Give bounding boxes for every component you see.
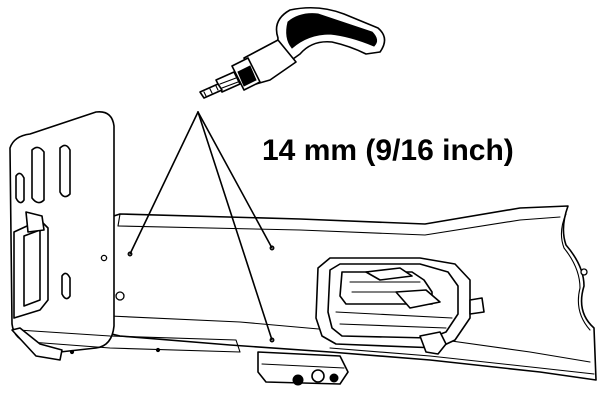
lower-fittings bbox=[257, 351, 349, 386]
leader-line-2 bbox=[197, 111, 273, 249]
latch-housing bbox=[315, 257, 485, 355]
leader-line-3 bbox=[197, 111, 273, 341]
leader-lines bbox=[129, 111, 273, 341]
left-clamp bbox=[11, 211, 241, 361]
socket-size-label: 14 mm (9/16 inch) bbox=[262, 134, 514, 167]
impact-driver-icon bbox=[199, 6, 386, 99]
leader-line-1 bbox=[129, 111, 199, 255]
